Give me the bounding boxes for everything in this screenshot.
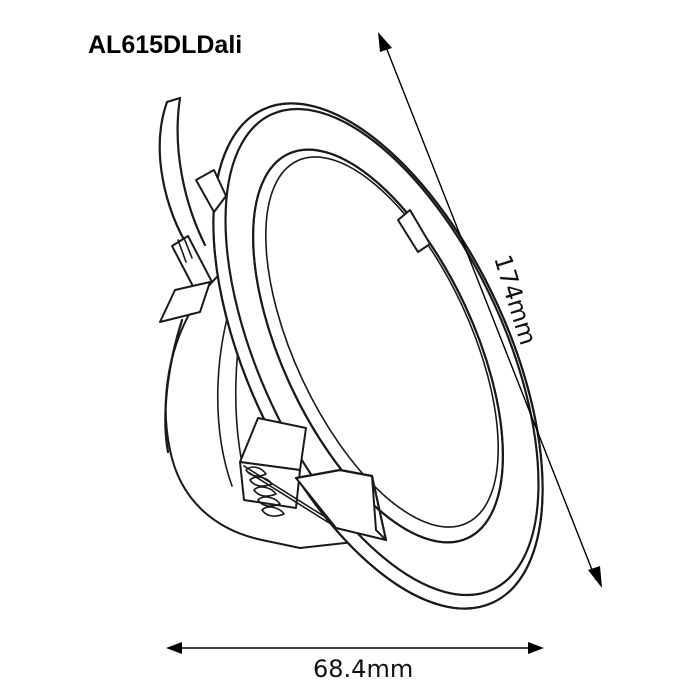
depth-label: 68.4mm [313,655,413,683]
depth-arrow-left [166,642,182,654]
diffuser-lens [252,148,504,544]
top-tab [397,209,431,253]
depth-arrow-right [528,642,544,654]
lower-spring-clip [239,417,388,542]
diameter-arrow-bottom [588,566,602,588]
diameter-arrow-top [378,32,392,52]
upper-spring-clip [158,96,227,323]
model-title: AL615DLDali [88,31,243,59]
diameter-dimension-line [383,41,597,581]
depth-dimension: 68.4mm [166,642,544,683]
